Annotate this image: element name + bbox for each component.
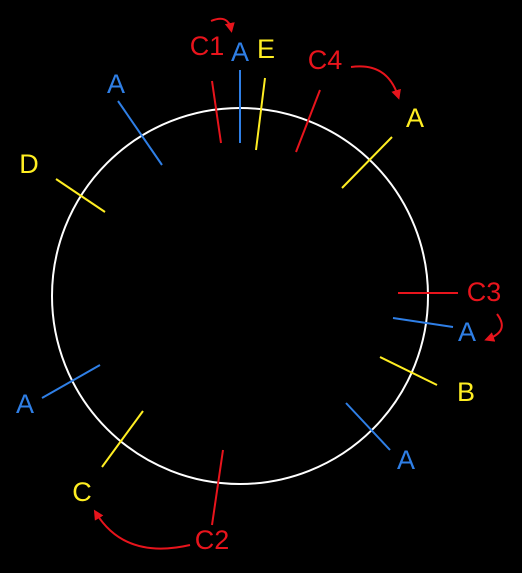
label-c1: C1 bbox=[190, 31, 225, 61]
label-a4: A bbox=[397, 445, 415, 475]
label-a1: A bbox=[231, 37, 249, 67]
label-e: E bbox=[257, 34, 275, 64]
tick-c2 bbox=[211, 449, 224, 526]
tick-e bbox=[255, 77, 266, 151]
tick-marks bbox=[41, 70, 458, 526]
label-a6: A bbox=[107, 69, 125, 99]
tick-a2 bbox=[341, 136, 393, 189]
label-c: C bbox=[72, 477, 92, 507]
tick-c bbox=[101, 410, 144, 468]
main-circle bbox=[51, 107, 429, 485]
label-c4: C4 bbox=[308, 45, 343, 75]
label-c2: C2 bbox=[195, 525, 230, 555]
c4-arrow bbox=[350, 65, 401, 100]
label-a3: A bbox=[458, 317, 476, 347]
tick-c1 bbox=[211, 80, 222, 144]
tick-a6 bbox=[117, 100, 163, 166]
label-d: D bbox=[19, 149, 39, 179]
c3-arrow bbox=[484, 313, 503, 342]
c2-arrow bbox=[93, 509, 191, 550]
label-c3: C3 bbox=[467, 277, 502, 307]
tick-c4 bbox=[295, 89, 321, 153]
label-a5: A bbox=[16, 389, 34, 419]
tick-a5 bbox=[41, 364, 101, 399]
tick-a4 bbox=[345, 402, 391, 451]
label-a2: A bbox=[406, 103, 424, 133]
curved-arrows bbox=[93, 17, 503, 550]
tick-d bbox=[55, 178, 106, 213]
c1-arrow bbox=[210, 17, 235, 33]
label-b: B bbox=[457, 377, 475, 407]
tick-b bbox=[379, 356, 438, 386]
tick-a3 bbox=[392, 317, 454, 328]
